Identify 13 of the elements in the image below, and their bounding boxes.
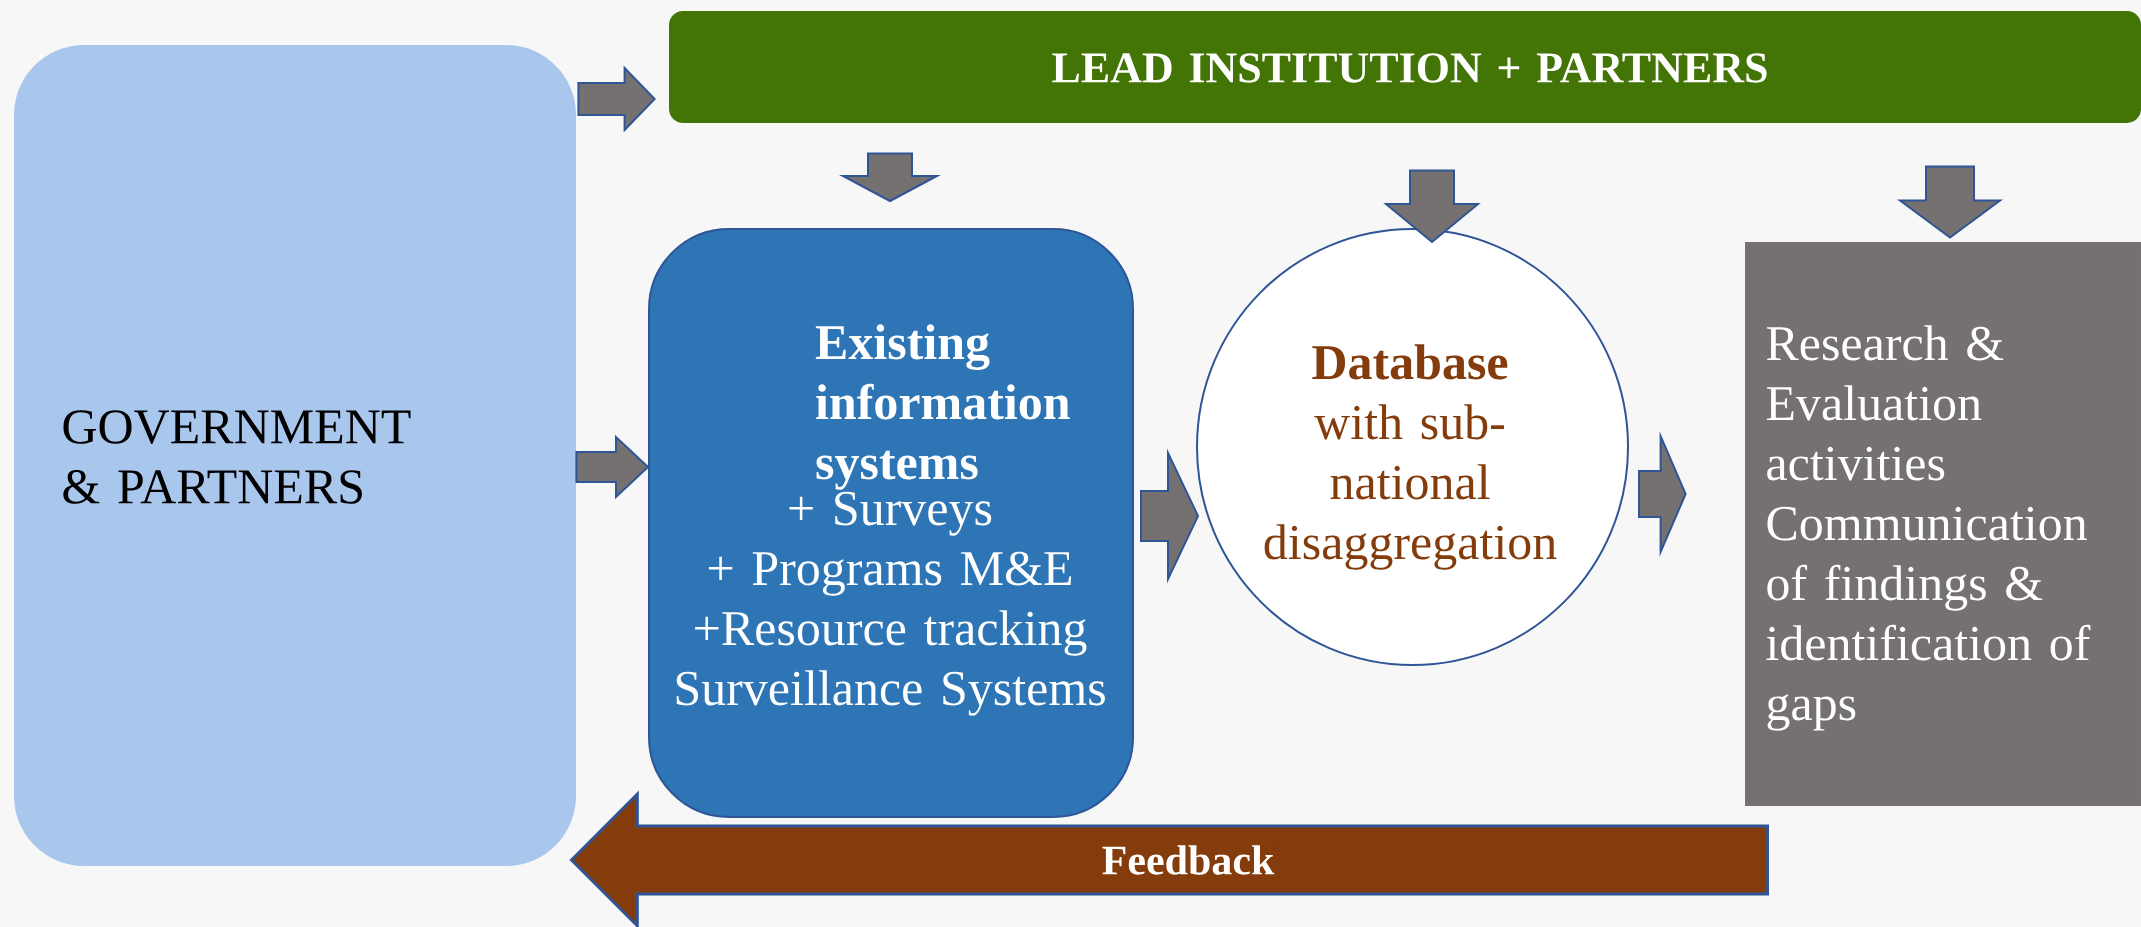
block-arrow: [1638, 431, 1687, 557]
stakeholder-box: GOVERNMENT & PARTNERS: [14, 45, 576, 866]
block-arrow: [577, 65, 656, 133]
block-arrow: [1140, 448, 1200, 584]
feedback-arrow: [569, 790, 1769, 927]
edge-label: Feedback: [1099, 843, 1277, 877]
block-arrow: [839, 152, 941, 203]
output-box: Research & Evaluation activities Communication of findings & identification of gaps: [1745, 242, 2141, 806]
block-arrow: [1897, 165, 2004, 239]
process-box: Existing information systems + Surveys + Programs M&E +Resource tracking Surveillance Systems: [648, 228, 1134, 818]
block-arrow: [1383, 169, 1481, 244]
block-arrow: [575, 434, 650, 500]
header-banner: LEAD INSTITUTION + PARTNERS: [669, 11, 2141, 123]
